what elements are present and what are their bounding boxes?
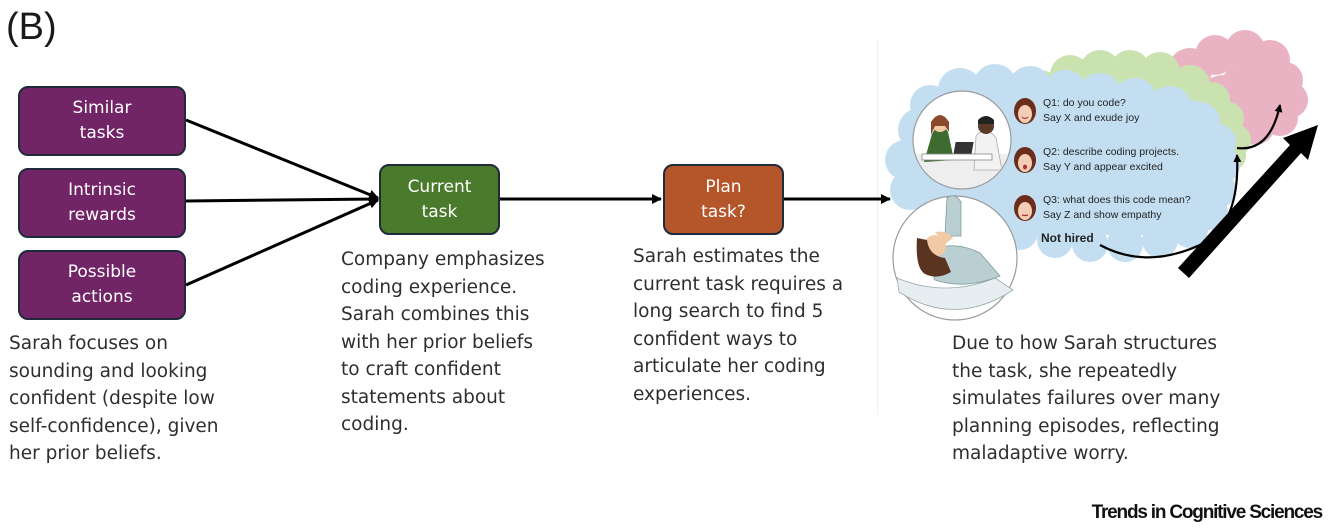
- question-text: Q1: do you code?: [1043, 97, 1126, 109]
- node-label-line: task: [421, 201, 458, 222]
- description-line: current task requires a: [633, 273, 844, 295]
- node-label-line: Plan: [705, 176, 742, 197]
- description-line: coding experience.: [341, 276, 518, 298]
- node-label-line: tasks: [79, 123, 125, 143]
- node-plan-task: Plan task?: [663, 164, 784, 235]
- question-1: Q1: do you code? Say X and exude joy: [1043, 96, 1139, 126]
- worried-woman-illustration: [892, 195, 1018, 321]
- answer-text: Say Y and appear excited: [1043, 161, 1163, 173]
- face-icon-q3: [1014, 195, 1036, 221]
- description-line: to craft confident: [341, 359, 501, 380]
- node-label-line: task?: [701, 201, 746, 222]
- question-2: Q2: describe coding projects. Say Y and …: [1043, 145, 1179, 175]
- description-line: Due to how Sarah structures: [952, 333, 1217, 354]
- journal-footer: Trends in Cognitive Sciences: [1091, 502, 1324, 523]
- description-line: Sarah estimates the: [633, 246, 820, 267]
- description-line: with her prior beliefs: [341, 331, 533, 353]
- curved-arrow-episode-2: [1236, 104, 1283, 150]
- description-plan-task: Sarah estimates the current task require…: [633, 243, 843, 408]
- outcome-not-hired: Not hired: [1041, 231, 1094, 245]
- node-label-line: Similar: [72, 98, 132, 118]
- description-line: Sarah combines this: [341, 304, 530, 325]
- description-current-task: Company emphasizes coding experience. Sa…: [341, 246, 545, 439]
- description-line: statements about: [341, 386, 506, 408]
- answer-text: Say Z and show empathy: [1043, 209, 1162, 221]
- node-label-line: actions: [71, 287, 133, 307]
- description-line: the task, she repeatedly: [952, 360, 1178, 382]
- description-line: long search to find 5: [633, 301, 824, 322]
- description-line: her prior beliefs.: [9, 443, 162, 464]
- description-line: simulates failures over many: [952, 388, 1221, 409]
- face-icon-q1: [1014, 98, 1036, 124]
- description-simulation: Due to how Sarah structures the task, sh…: [952, 330, 1220, 468]
- node-label-line: rewards: [68, 205, 136, 225]
- node-intrinsic-rewards: Intrinsic rewards: [18, 168, 186, 238]
- panel-label: (B): [6, 6, 57, 48]
- face-icon-q2: [1014, 147, 1036, 173]
- node-similar-tasks: Similar tasks: [18, 86, 186, 156]
- node-label-line: Possible: [67, 262, 137, 282]
- interview-illustration: [912, 90, 1012, 190]
- arrow-similar-to-current: [185, 118, 379, 200]
- description-line: self-confidence), given: [9, 415, 219, 437]
- question-text: Q3: what does this code mean?: [1043, 194, 1191, 206]
- description-line: Company emphasizes: [341, 249, 545, 270]
- node-current-task: Current task: [379, 164, 500, 235]
- arrow-possible-to-current: [185, 198, 379, 287]
- answer-text: Say X and exude joy: [1043, 112, 1140, 124]
- description-inputs: Sarah focuses on sounding and looking co…: [9, 330, 219, 468]
- node-label-line: Intrinsic: [68, 180, 136, 200]
- description-line: Sarah focuses on: [9, 333, 168, 354]
- node-possible-actions: Possible actions: [18, 250, 186, 320]
- description-line: sounding and looking: [9, 360, 208, 382]
- description-line: coding.: [341, 414, 409, 435]
- description-line: confident ways to: [633, 328, 798, 350]
- description-line: planning episodes, reflecting: [952, 415, 1220, 437]
- question-3: Q3: what does this code mean? Say Z and …: [1043, 193, 1191, 223]
- description-line: maladaptive worry.: [952, 443, 1129, 464]
- planning-episodes-arrow: [1178, 125, 1318, 278]
- description-line: articulate her coding: [633, 356, 826, 377]
- description-line: confident (despite low: [9, 388, 215, 409]
- description-line: experiences.: [633, 383, 752, 405]
- question-text: Q2: describe coding projects.: [1043, 146, 1179, 158]
- divider: [877, 40, 878, 415]
- arrow-intrinsic-to-current: [185, 194, 379, 205]
- node-label-line: Current: [407, 176, 472, 197]
